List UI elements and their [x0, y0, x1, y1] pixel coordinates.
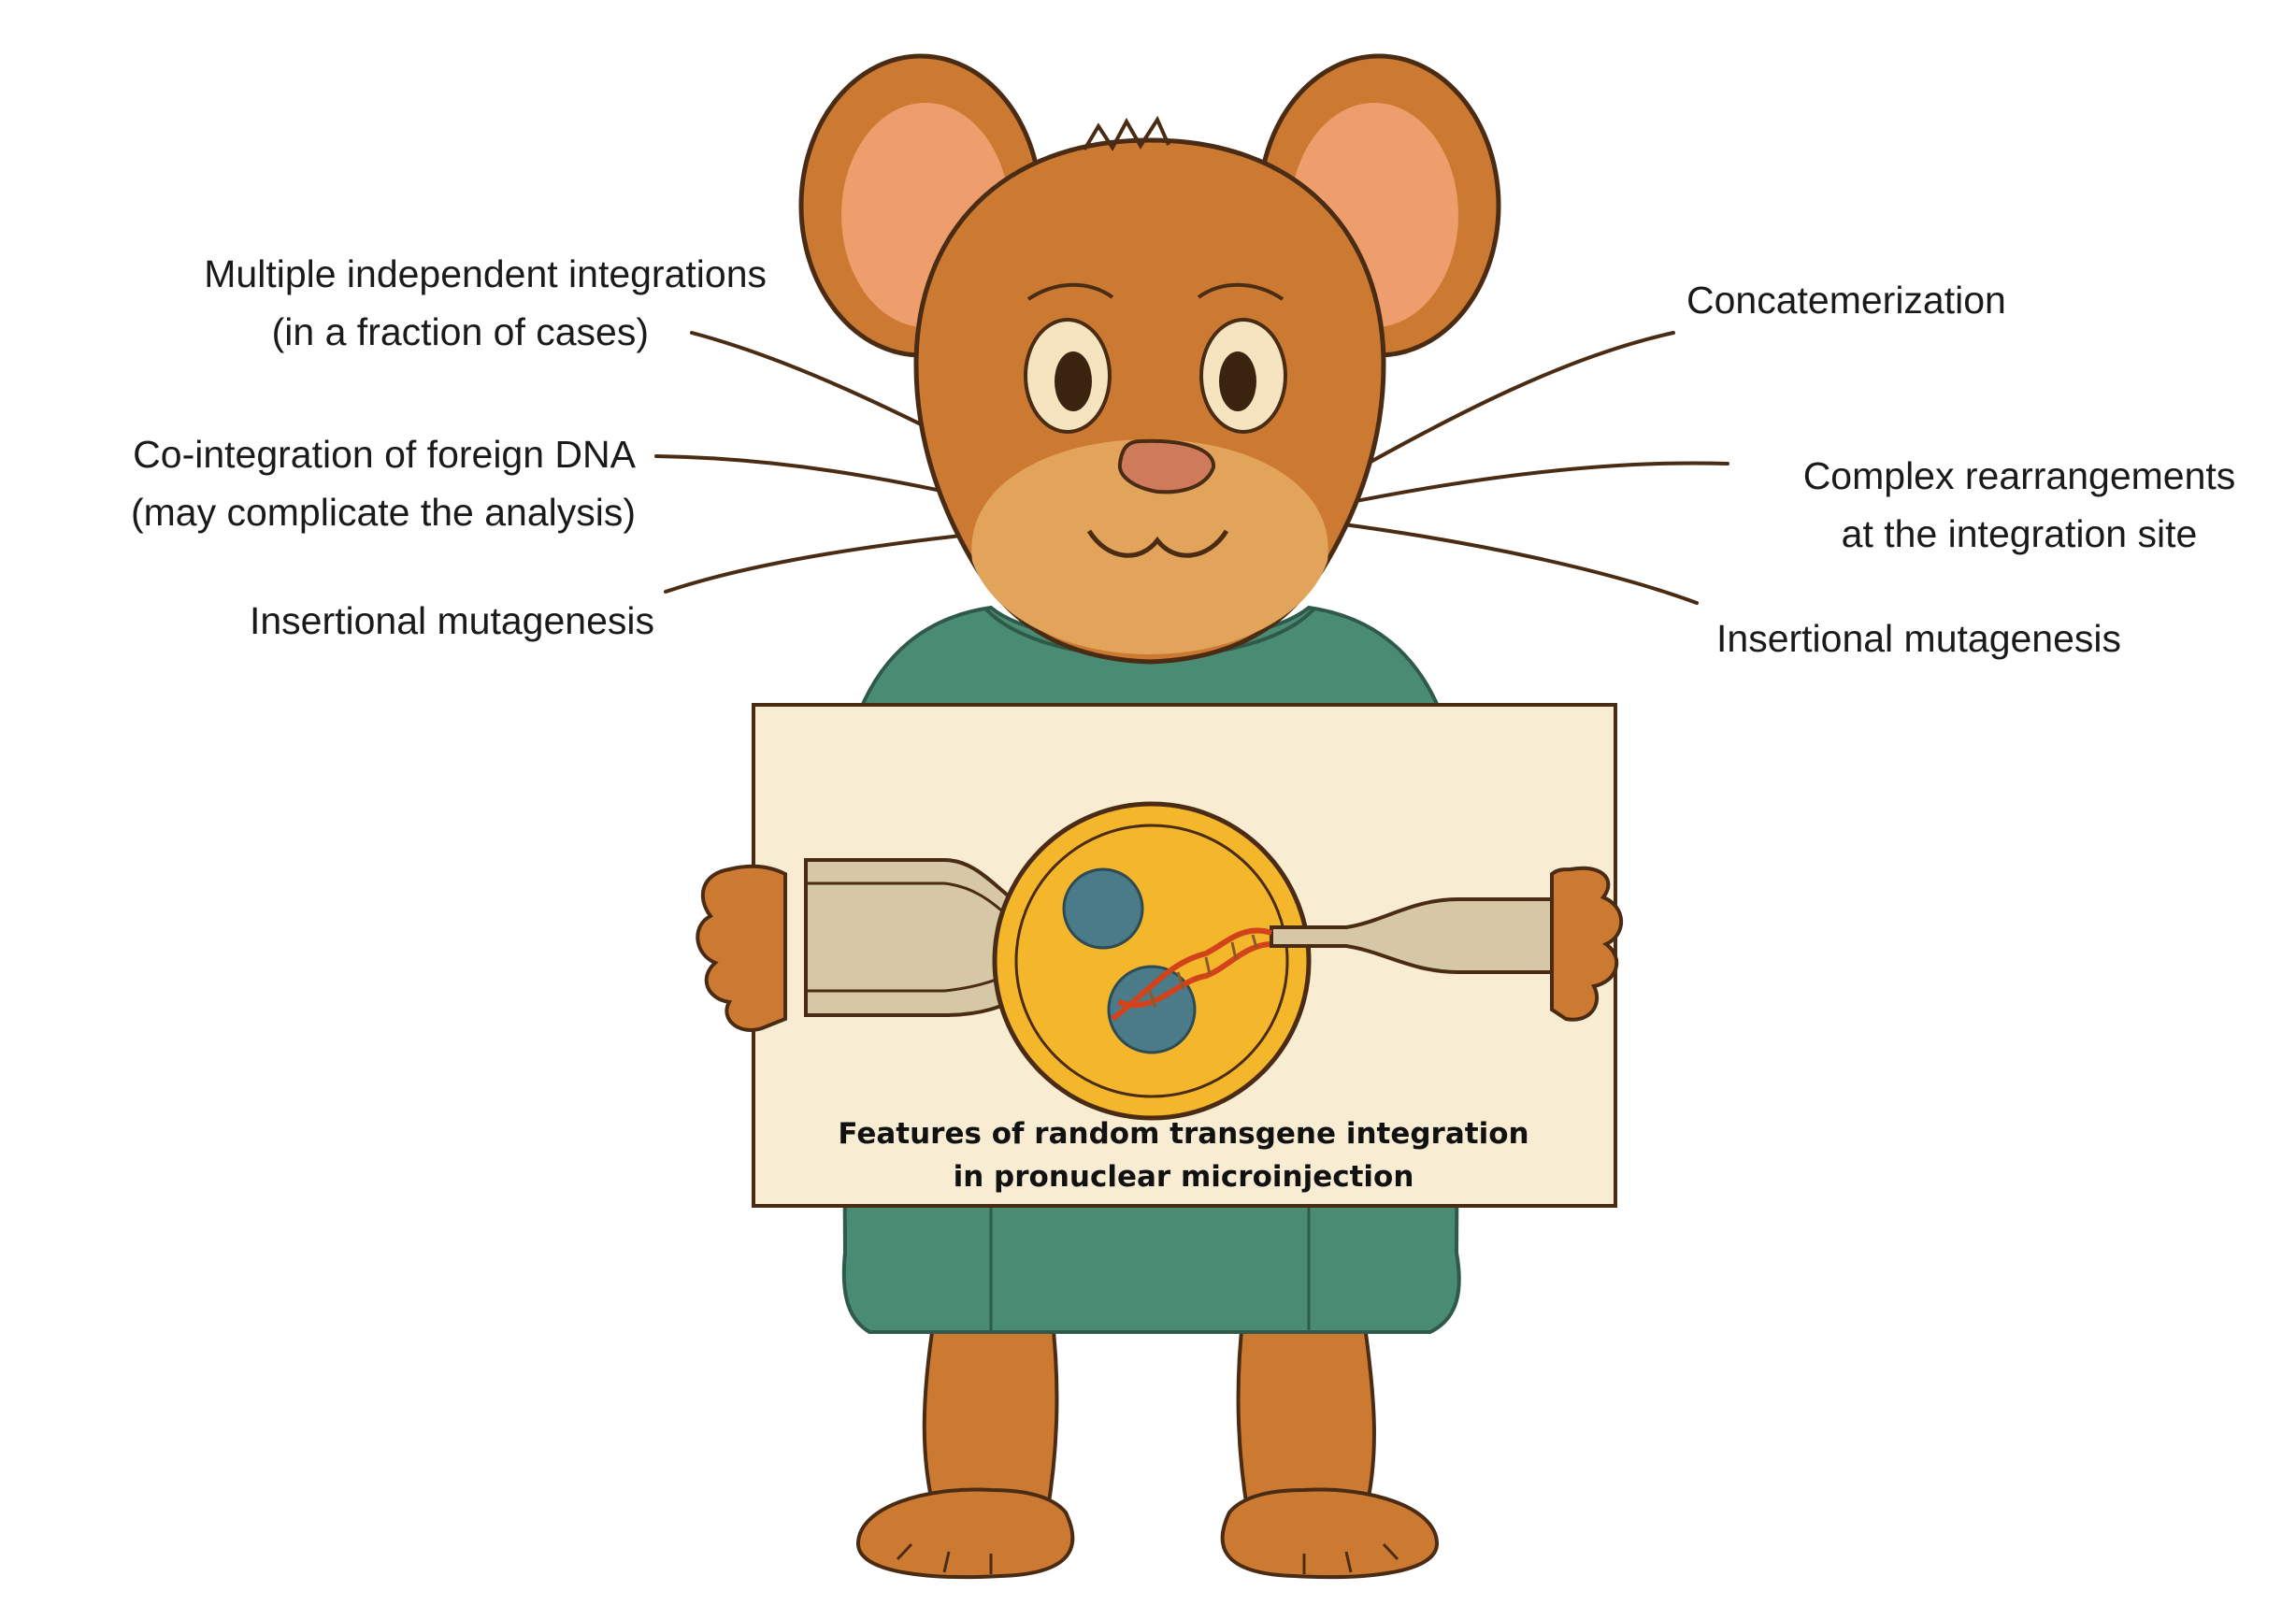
label-concatemerization: Concatemerization: [1686, 271, 2173, 329]
label-complex-rearrangements-line1: Complex rearrangements: [1802, 454, 2236, 497]
nose: [1117, 438, 1216, 494]
injection-pipette: [1270, 897, 1563, 974]
label-co-integration: Co-integration of foreign DNA (may compl…: [0, 425, 636, 541]
head: [798, 53, 1501, 665]
pronucleus-top: [1062, 867, 1144, 950]
label-insertional-mutagenesis-right-text: Insertional mutagenesis: [1716, 617, 2122, 660]
label-multiple-integrations-line2: (in a fraction of cases): [271, 310, 649, 353]
right-eye-pupil: [1219, 351, 1256, 411]
card-title-line1: Features of random transgene integration: [838, 1117, 1529, 1151]
dna-strand-a: [1111, 927, 1272, 1022]
scrubs-seam: [989, 1206, 1311, 1332]
label-co-integration-line2: (may complicate the analysis): [130, 491, 636, 534]
label-insertional-mutagenesis-right: Insertional mutagenesis: [1716, 609, 2240, 667]
toe-lines: [896, 1542, 1399, 1574]
label-multiple-integrations: Multiple independent integrations (in a …: [65, 245, 767, 361]
card-title-line2: in pronuclear microinjection: [953, 1160, 1414, 1194]
brows: [1026, 282, 1284, 301]
left-hand: [696, 864, 787, 1032]
right-foot: [1220, 1487, 1440, 1580]
card-title: Features of random transgene integration…: [753, 1112, 1614, 1198]
label-insertional-mutagenesis-left-text: Insertional mutagenesis: [249, 599, 654, 642]
label-concatemerization-text: Concatemerization: [1686, 279, 2006, 322]
label-complex-rearrangements-line2: at the integration site: [1841, 512, 2198, 555]
dna-strand-b: [1117, 941, 1270, 1009]
label-multiple-integrations-line1: Multiple independent integrations: [204, 252, 767, 295]
left-eye-pupil: [1055, 351, 1092, 411]
card: [752, 703, 1617, 1208]
left-foot: [855, 1487, 1075, 1580]
hands: [696, 864, 1624, 1032]
mouth: [1086, 529, 1229, 558]
head-tuft: [1083, 115, 1170, 151]
dna-rungs: [1148, 934, 1258, 1009]
legs: [855, 1311, 1440, 1580]
label-co-integration-line1: Co-integration of foreign DNA: [133, 433, 636, 476]
whisker-right-middle: [1335, 461, 1729, 507]
zygote-inner: [1014, 824, 1289, 1098]
whisker-right-bottom: [1335, 522, 1699, 605]
right-leg: [1236, 1311, 1376, 1516]
label-insertional-mutagenesis-left: Insertional mutagenesis: [140, 592, 654, 650]
label-complex-rearrangements: Complex rearrangements at the integratio…: [1748, 447, 2290, 563]
right-hand: [1550, 866, 1624, 1022]
whisker-right-top: [1326, 331, 1675, 488]
left-leg: [922, 1311, 1059, 1516]
